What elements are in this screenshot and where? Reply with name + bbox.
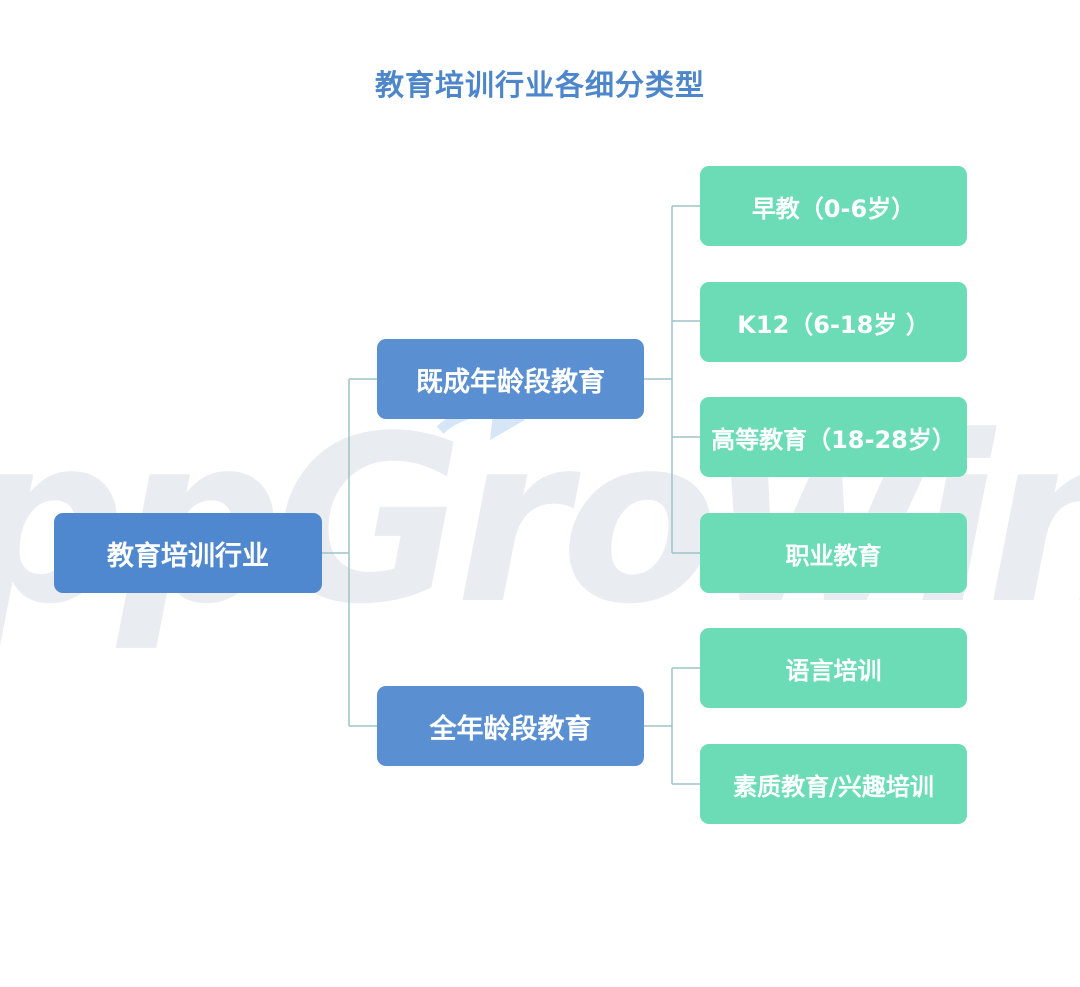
item-node-language-training: 语言培训 bbox=[700, 628, 967, 708]
item-node-quality-interest-training: 素质教育/兴趣培训 bbox=[700, 744, 967, 824]
item-node-higher-education: 高等教育（18-28岁） bbox=[700, 397, 967, 477]
group-node-all-age: 全年龄段教育 bbox=[377, 686, 644, 766]
item-node-early-education: 早教（0-6岁） bbox=[700, 166, 967, 246]
item-node-k12: K12（6-18岁 ） bbox=[700, 282, 967, 362]
root-node: 教育培训行业 bbox=[54, 513, 322, 593]
group-node-established-age: 既成年龄段教育 bbox=[377, 339, 644, 419]
diagram-title: 教育培训行业各细分类型 bbox=[374, 68, 705, 102]
item-node-vocational-education: 职业教育 bbox=[700, 513, 967, 593]
